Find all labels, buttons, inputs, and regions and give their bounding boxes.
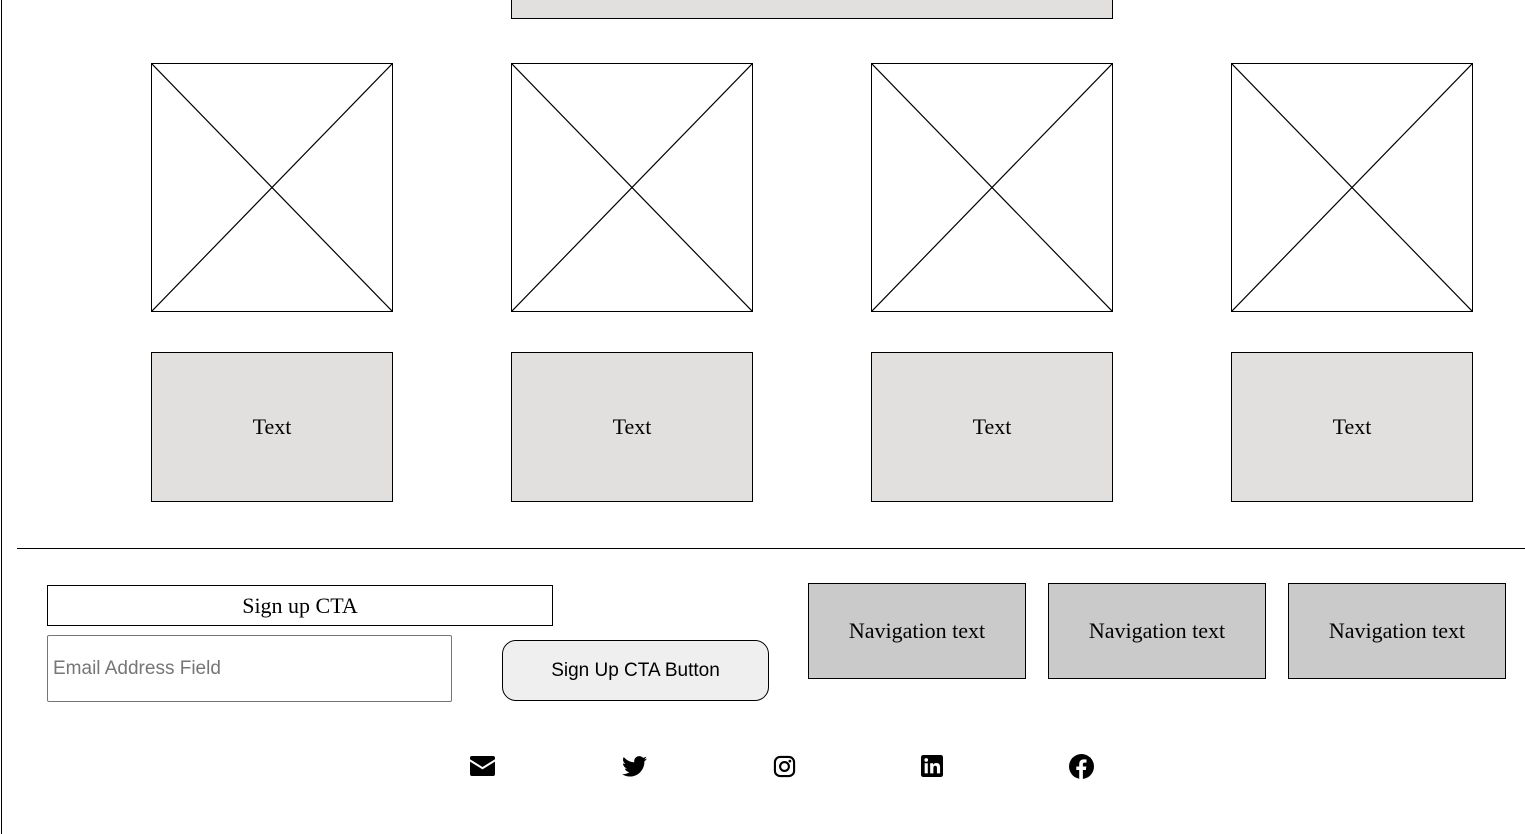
card-text-3: Text (871, 352, 1113, 502)
image-placeholder-icon (152, 64, 392, 311)
card-text-2: Text (511, 352, 753, 502)
footer-nav-item-3[interactable]: Navigation text (1288, 583, 1506, 679)
card-text-4: Text (1231, 352, 1473, 502)
signup-cta-button[interactable]: Sign Up CTA Button (502, 640, 769, 701)
image-placeholder-icon (512, 64, 752, 311)
signup-cta-label: Sign up CTA (47, 585, 553, 626)
card-text-1: Text (151, 352, 393, 502)
twitter-icon[interactable] (621, 753, 647, 779)
footer-divider (17, 548, 1525, 549)
image-placeholder-icon (872, 64, 1112, 311)
image-placeholder-2 (511, 63, 753, 312)
email-address-field[interactable] (47, 635, 452, 702)
image-placeholder-3 (871, 63, 1113, 312)
instagram-icon[interactable] (771, 753, 797, 779)
image-placeholder-4 (1231, 63, 1473, 312)
image-placeholder-icon (1232, 64, 1472, 311)
footer-nav-item-2[interactable]: Navigation text (1048, 583, 1266, 679)
facebook-icon[interactable] (1068, 753, 1094, 779)
footer-nav-item-1[interactable]: Navigation text (808, 583, 1026, 679)
image-placeholder-1 (151, 63, 393, 312)
top-banner-box (511, 0, 1113, 19)
envelope-icon[interactable] (469, 753, 495, 779)
left-border-line (1, 0, 2, 834)
linkedin-icon[interactable] (919, 753, 945, 779)
